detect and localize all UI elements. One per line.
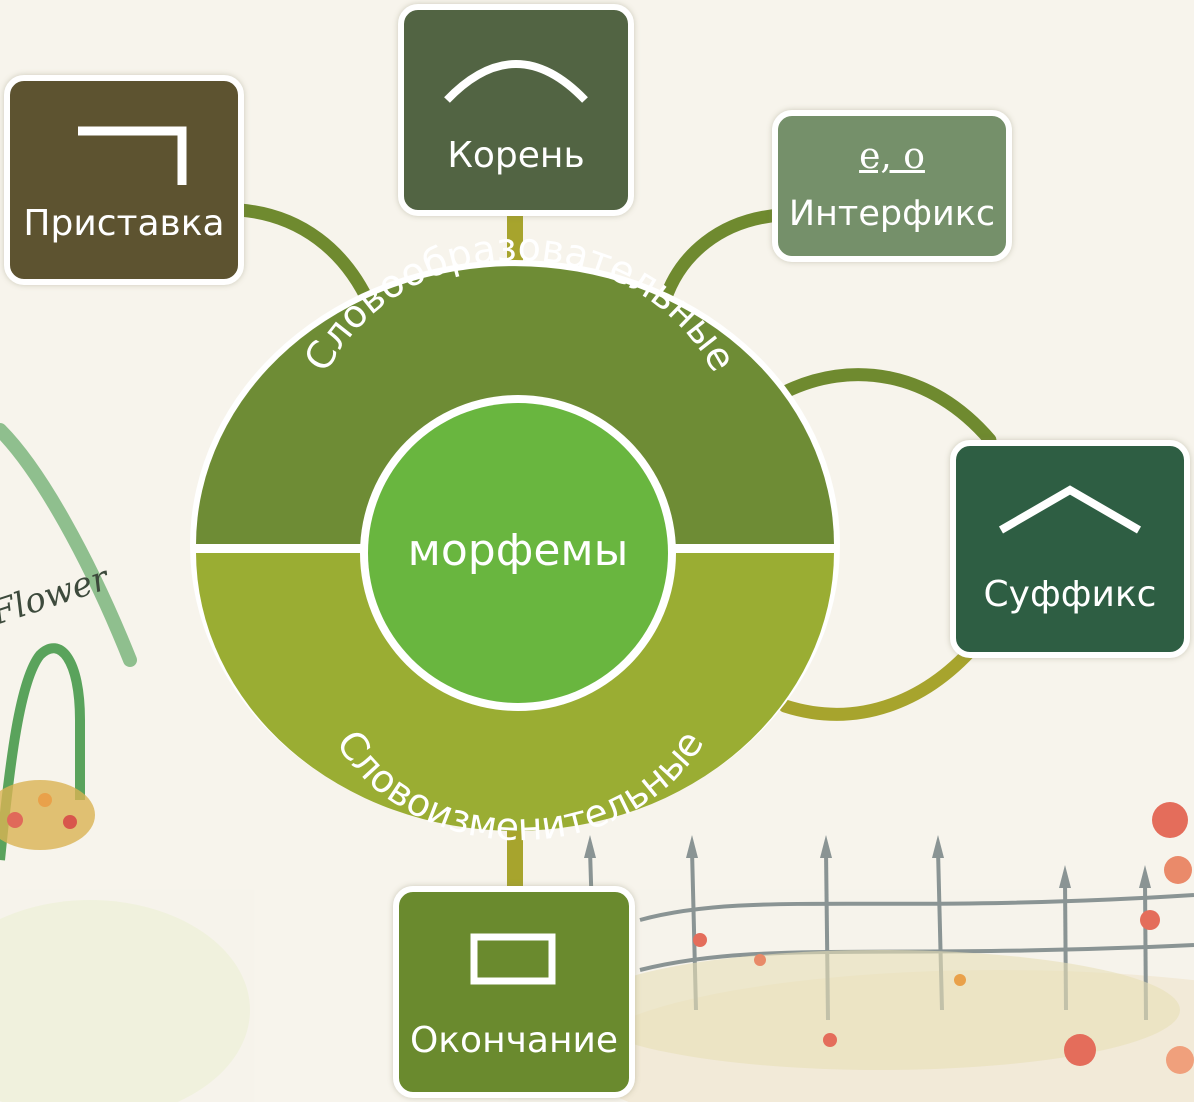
node-interfix: е, о Интерфикс (772, 110, 1012, 262)
node-ending: Окончание (393, 886, 635, 1098)
node-root-label: Корень (447, 135, 585, 176)
root-arc-icon (444, 60, 588, 103)
ending-square-icon (470, 933, 556, 985)
connector-prefix (233, 203, 377, 312)
flower-basket-decoration (0, 780, 95, 850)
node-prefix: Приставка (4, 75, 244, 285)
interfix-symbol: е, о (859, 136, 925, 177)
prefix-corner-icon (78, 126, 187, 185)
connector-suffix-upper (778, 368, 997, 447)
connector-interfix (658, 208, 787, 307)
node-suffix-label: Суффикс (983, 574, 1157, 615)
center-label: морфемы (408, 525, 629, 576)
node-interfix-label: Интерфикс (788, 194, 996, 234)
node-prefix-label: Приставка (23, 203, 225, 244)
node-suffix: Суффикс (950, 440, 1190, 658)
node-root: Корень (398, 4, 634, 216)
node-ending-label: Окончание (409, 1020, 619, 1061)
suffix-caret-icon (998, 485, 1142, 534)
connector-suffix-lower (778, 633, 987, 721)
roses-decoration (580, 802, 1194, 1074)
